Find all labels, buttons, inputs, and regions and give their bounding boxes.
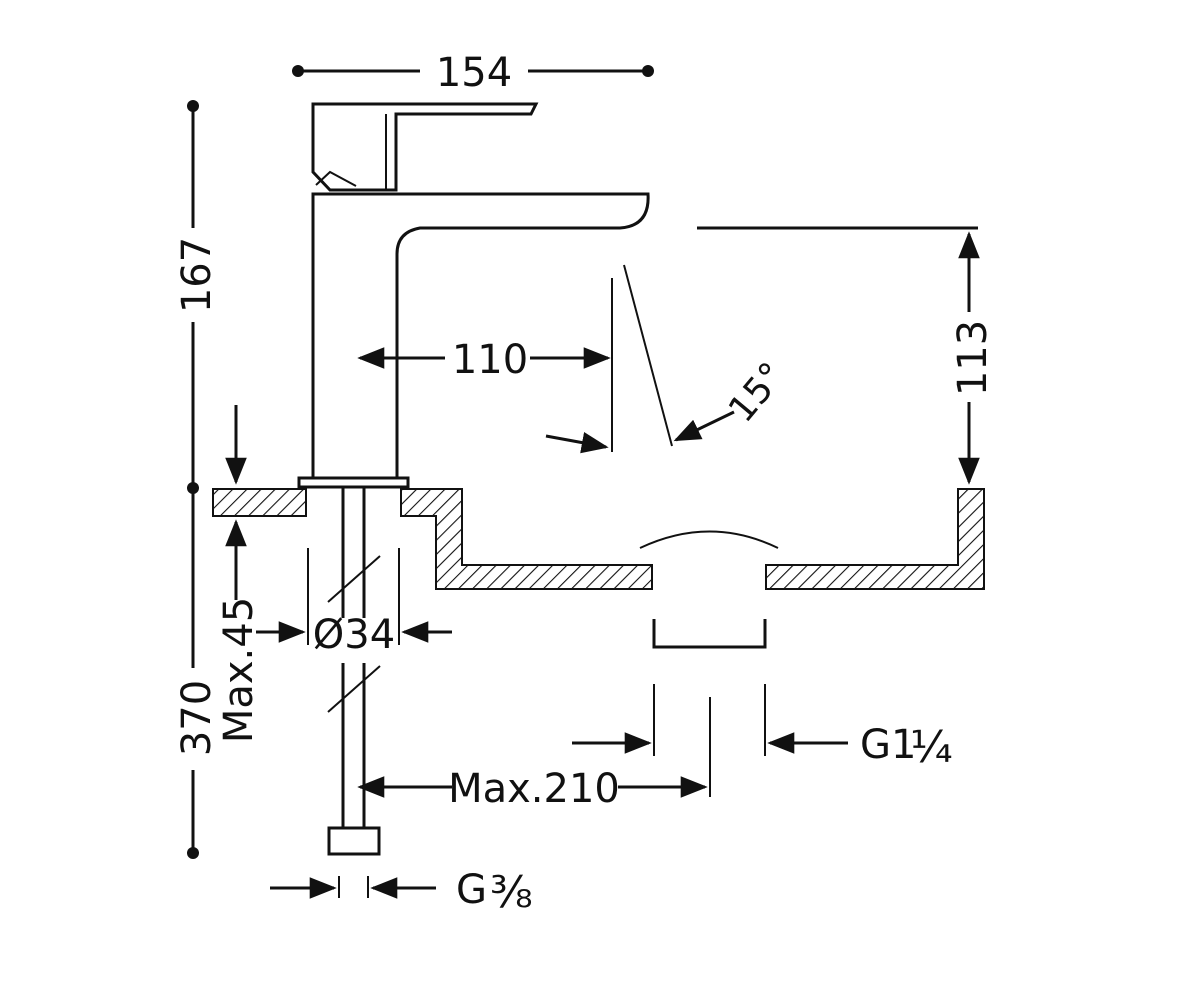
dim-label-d34: Ø34 xyxy=(313,612,395,658)
dim-label-max210: Max.210 xyxy=(448,766,620,812)
dim-counter-thickness: Max.45 xyxy=(216,405,262,743)
dim-width-top: 154 xyxy=(292,50,654,96)
dim-hole-diameter: Ø34 xyxy=(256,548,452,658)
dim-drain-offset: Max.210 xyxy=(357,697,711,812)
supply-connector xyxy=(327,826,381,856)
dim-basin-depth: 113 xyxy=(697,226,996,485)
dim-heights-left: 167 370 xyxy=(174,100,220,859)
dim-label-167: 167 xyxy=(174,237,220,313)
basin-section xyxy=(212,488,985,649)
dim-label-g-fraction: ⅜ xyxy=(490,867,533,918)
dim-label-g: G xyxy=(456,867,487,913)
dim-drain-thread: G1 ¼ xyxy=(572,684,953,773)
faucet-body xyxy=(297,102,650,856)
dim-supply-thread: G ⅜ xyxy=(270,867,533,918)
faucet-spout xyxy=(311,192,650,480)
dim-spout-reach: 110 xyxy=(357,278,613,452)
drain-body xyxy=(652,619,767,649)
dim-label-max45: Max.45 xyxy=(216,597,262,743)
dim-label-g1: G1 xyxy=(860,722,916,768)
dim-label-113: 113 xyxy=(950,320,996,396)
faucet-base xyxy=(297,476,410,489)
dim-spout-angle: 15° xyxy=(545,264,793,454)
faucet-handle xyxy=(311,102,539,192)
dim-label-g1-fraction: ¼ xyxy=(910,722,953,773)
dim-label-154: 154 xyxy=(436,50,512,96)
dim-label-370: 370 xyxy=(174,680,220,756)
dim-label-15deg: 15° xyxy=(721,355,793,430)
dim-label-110: 110 xyxy=(452,337,528,383)
